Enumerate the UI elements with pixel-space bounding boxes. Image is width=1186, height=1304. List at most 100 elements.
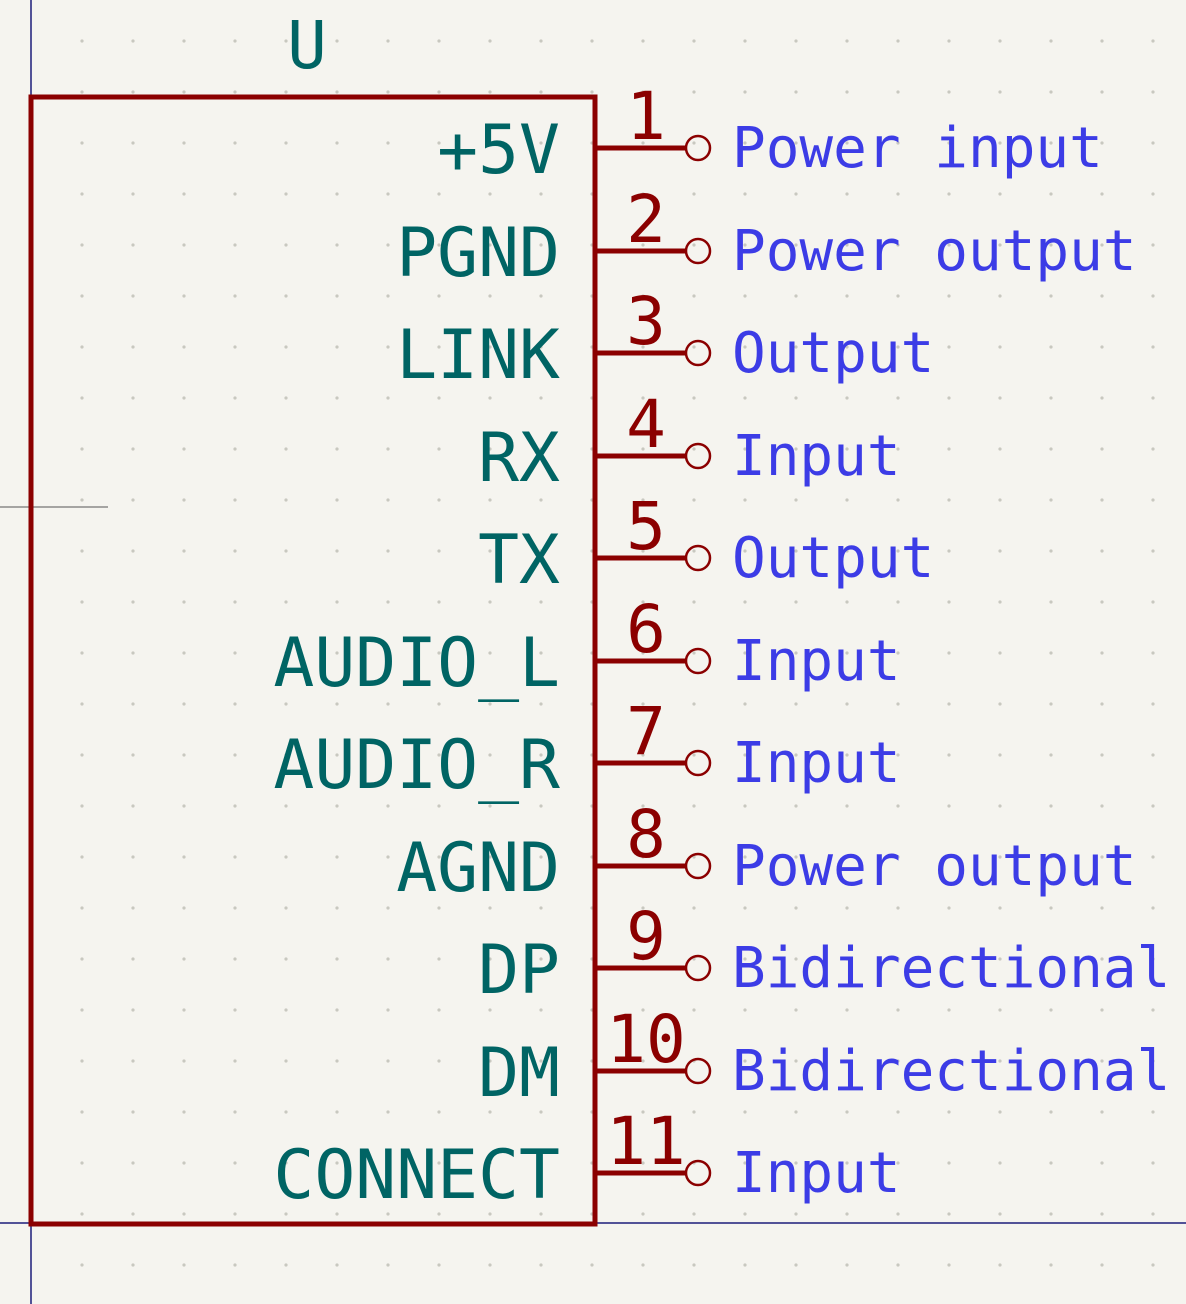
- grid-dot: [896, 396, 900, 400]
- pin-number: 2: [626, 181, 666, 258]
- grid-dot: [845, 1110, 849, 1114]
- grid-dot: [641, 141, 645, 145]
- grid-dot: [233, 498, 237, 502]
- grid-dot: [131, 141, 135, 145]
- grid-dot: [947, 243, 951, 247]
- grid-dot: [80, 447, 84, 451]
- pin-name: TX: [478, 521, 560, 600]
- grid-dot: [947, 804, 951, 808]
- grid-dot: [488, 753, 492, 757]
- grid-dot: [794, 651, 798, 655]
- grid-dot: [131, 1263, 135, 1267]
- grid-dot: [182, 957, 186, 961]
- grid-dot: [182, 702, 186, 706]
- grid-dot: [947, 549, 951, 553]
- grid-dot: [692, 1110, 696, 1114]
- grid-dot: [743, 753, 747, 757]
- grid-dot: [896, 90, 900, 94]
- grid-dot: [794, 855, 798, 859]
- grid-dot: [80, 1212, 84, 1216]
- grid-dot: [386, 294, 390, 298]
- grid-dot: [335, 1110, 339, 1114]
- pin-number: 1: [626, 78, 666, 155]
- grid-dot: [692, 906, 696, 910]
- grid-dot: [233, 1059, 237, 1063]
- grid-dot: [845, 804, 849, 808]
- reference-designator[interactable]: U: [287, 7, 327, 84]
- grid-dot: [182, 1110, 186, 1114]
- grid-dot: [692, 702, 696, 706]
- grid-dot: [233, 90, 237, 94]
- grid-dot: [641, 1059, 645, 1063]
- grid-dot: [947, 1212, 951, 1216]
- grid-dot: [1100, 192, 1104, 196]
- grid-dot: [1151, 141, 1155, 145]
- grid-dot: [896, 141, 900, 145]
- grid-dot: [1151, 39, 1155, 43]
- grid-dot: [488, 141, 492, 145]
- pin-endpoint-circle[interactable]: [684, 1159, 712, 1187]
- grid-dot: [437, 957, 441, 961]
- grid-dot: [743, 1212, 747, 1216]
- pin-endpoint-circle[interactable]: [684, 237, 712, 265]
- pin-endpoint-circle[interactable]: [684, 852, 712, 880]
- grid-dot: [1100, 906, 1104, 910]
- pin-endpoint-circle[interactable]: [684, 1057, 712, 1085]
- grid-dot: [998, 1008, 1002, 1012]
- pin-endpoint-circle[interactable]: [684, 544, 712, 572]
- grid-dot: [794, 498, 798, 502]
- grid-dot: [335, 1008, 339, 1012]
- grid-dot: [437, 243, 441, 247]
- grid-dot: [1049, 345, 1053, 349]
- grid-dot: [794, 192, 798, 196]
- grid-dot: [1100, 345, 1104, 349]
- pin-endpoint-circle[interactable]: [684, 647, 712, 675]
- grid-dot: [794, 396, 798, 400]
- grid-dot: [947, 600, 951, 604]
- grid-dot: [1100, 294, 1104, 298]
- pin-endpoint-circle[interactable]: [684, 339, 712, 367]
- grid-dot: [80, 243, 84, 247]
- pin-endpoint-circle[interactable]: [684, 134, 712, 162]
- grid-dot: [539, 549, 543, 553]
- grid-dot: [131, 396, 135, 400]
- grid-dot: [233, 1212, 237, 1216]
- grid-dot: [80, 804, 84, 808]
- pin-electrical-type: Power input: [732, 116, 1103, 181]
- grid-dot: [947, 90, 951, 94]
- grid-dot: [284, 855, 288, 859]
- grid-dot: [845, 957, 849, 961]
- grid-dot: [386, 549, 390, 553]
- pin-endpoint-circle[interactable]: [684, 749, 712, 777]
- grid-dot: [794, 1110, 798, 1114]
- grid-dot: [845, 447, 849, 451]
- grid-dot: [80, 1008, 84, 1012]
- grid-dot: [590, 39, 594, 43]
- grid-dot: [386, 345, 390, 349]
- grid-dot: [539, 651, 543, 655]
- pin-endpoint-circle[interactable]: [684, 442, 712, 470]
- grid-dot: [794, 1008, 798, 1012]
- grid-dot: [80, 90, 84, 94]
- grid-dot: [539, 396, 543, 400]
- grid-dot: [692, 1263, 696, 1267]
- pin-endpoint-circle[interactable]: [684, 954, 712, 982]
- grid-dot: [794, 141, 798, 145]
- grid-dot: [488, 1059, 492, 1063]
- grid-dot: [1151, 1212, 1155, 1216]
- grid-dot: [743, 702, 747, 706]
- grid-dot: [182, 39, 186, 43]
- grid-dot: [182, 1008, 186, 1012]
